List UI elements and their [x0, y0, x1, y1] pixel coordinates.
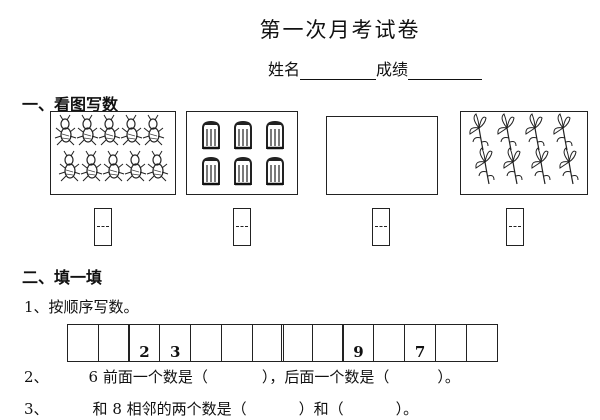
sequence-cell[interactable]	[190, 324, 223, 362]
sequence-cell[interactable]	[66, 324, 99, 362]
sequence-cell: 3	[159, 324, 192, 362]
student-info-row: 姓名 成绩	[268, 56, 483, 80]
ant-icon	[58, 150, 81, 182]
flower-icon	[553, 113, 573, 151]
jars-illustration	[202, 120, 284, 186]
question-2: 2、 6 前面一个数是（ ），后面一个数是（ ）。	[24, 366, 460, 387]
flower-icon	[531, 147, 551, 185]
picture-box-jars	[186, 111, 298, 195]
question-2-part2: ），后面一个数是（	[261, 368, 390, 386]
ant-icon	[146, 150, 169, 182]
sequence-cell[interactable]	[465, 324, 498, 362]
question-3-part1: 和 8 相邻的两个数是（	[92, 400, 247, 418]
sequence-row-b: 9 7	[280, 324, 498, 362]
question-3-part2: ）和（	[298, 400, 344, 418]
sequence-cell[interactable]	[220, 324, 253, 362]
question-3-part3: ）。	[395, 400, 419, 418]
sequence-row-a: 2 3	[66, 324, 284, 362]
score-label: 成绩	[376, 60, 409, 79]
jar-icon	[234, 120, 252, 150]
sequence-cell[interactable]	[280, 324, 313, 362]
ant-icon	[124, 150, 147, 182]
score-blank[interactable]	[408, 63, 483, 80]
flowers-illustration	[469, 113, 579, 185]
question-3-number: 3、	[24, 400, 49, 418]
sequence-cell[interactable]	[434, 324, 467, 362]
answer-box-4[interactable]	[506, 208, 524, 246]
answer-box-3[interactable]	[372, 208, 390, 246]
flower-icon	[525, 113, 545, 151]
sequence-cell: 2	[128, 324, 161, 362]
ant-icon	[120, 114, 143, 146]
sequence-cell: 9	[342, 324, 375, 362]
flower-icon	[503, 147, 523, 185]
ant-icon	[142, 114, 165, 146]
jar-icon	[266, 120, 284, 150]
ant-icon	[80, 150, 103, 182]
name-blank[interactable]	[300, 63, 377, 80]
ant-icon	[76, 114, 99, 146]
answer-box-2[interactable]	[233, 208, 251, 246]
sequence-cell: 7	[404, 324, 437, 362]
sequence-cell[interactable]	[311, 324, 344, 362]
answer-box-1[interactable]	[94, 208, 112, 246]
jar-icon	[202, 120, 220, 150]
ant-icon	[102, 150, 125, 182]
question-1-text: 1、按顺序写数。	[24, 298, 139, 316]
jar-icon	[266, 156, 284, 186]
jar-icon	[234, 156, 252, 186]
question-2-part3: ）。	[437, 368, 460, 386]
section-heading-1: 一、看图写数	[22, 95, 119, 114]
flower-icon	[559, 147, 579, 185]
ant-icon	[54, 114, 77, 146]
flower-icon	[469, 113, 489, 151]
flower-icon	[475, 147, 495, 185]
picture-box-ants	[50, 111, 176, 195]
sequence-cell[interactable]	[251, 324, 284, 362]
flower-icon	[497, 113, 517, 151]
ant-icon	[98, 114, 121, 146]
question-2-part1: 6 前面一个数是（	[88, 368, 208, 386]
jar-icon	[202, 156, 220, 186]
question-2-number: 2、	[24, 368, 49, 386]
section-heading-2: 二、填一填	[22, 268, 103, 287]
name-label: 姓名	[268, 60, 301, 79]
sequence-cell[interactable]	[373, 324, 406, 362]
picture-box-flowers	[460, 111, 588, 195]
sequence-cell[interactable]	[97, 324, 130, 362]
ants-illustration	[54, 114, 169, 182]
picture-box-empty	[326, 116, 438, 195]
question-3: 3、 和 8 相邻的两个数是（ ）和（ ）。	[24, 398, 418, 419]
page-title: 第一次月考试卷	[259, 18, 421, 42]
